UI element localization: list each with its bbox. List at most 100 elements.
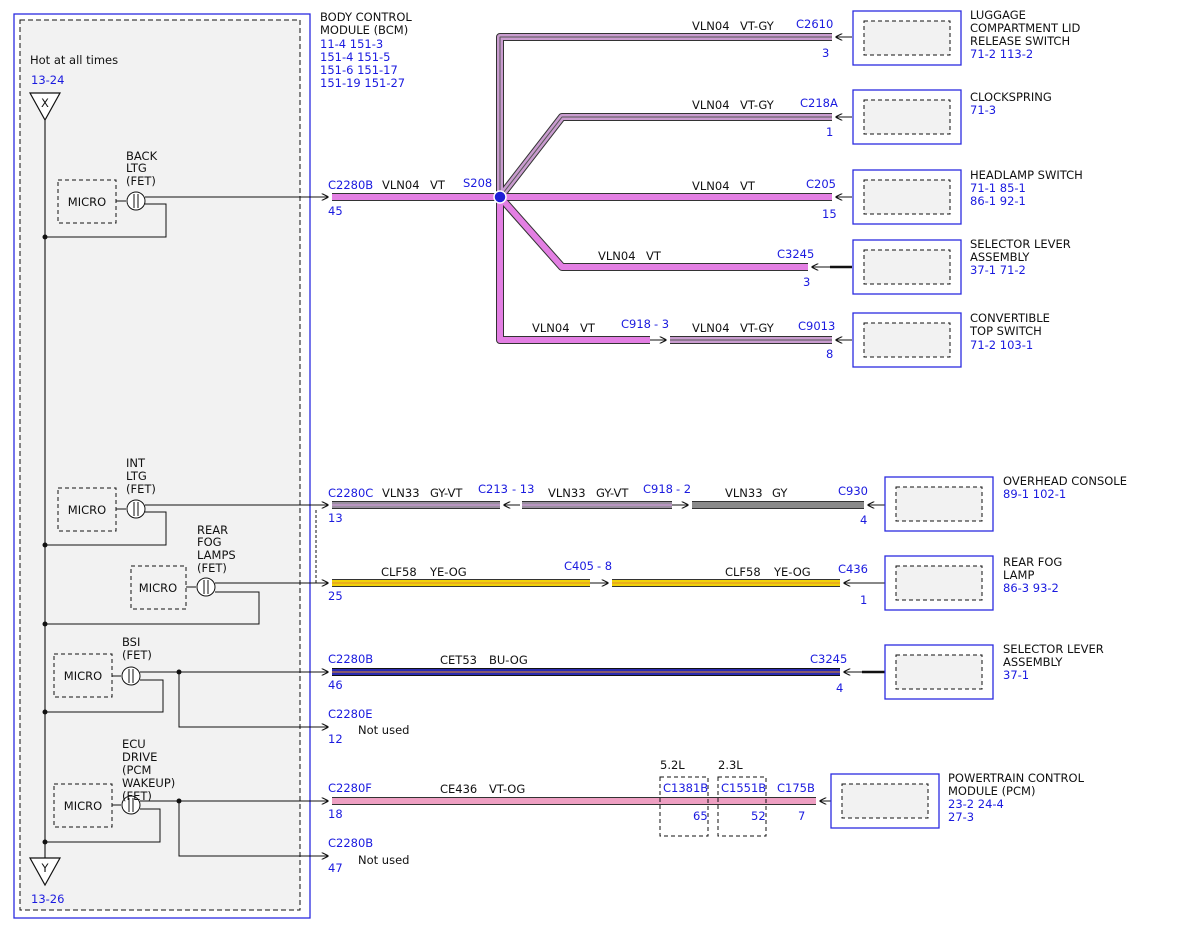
splice-s208-label[interactable]: S208 bbox=[463, 176, 492, 190]
component-convertible-top-switch[interactable] bbox=[852, 312, 962, 368]
svg-text:VT: VT bbox=[740, 179, 756, 193]
svg-text:2.3L: 2.3L bbox=[718, 758, 743, 772]
svg-text:18: 18 bbox=[328, 807, 343, 821]
component-rear-fog-lamp[interactable] bbox=[884, 555, 994, 611]
bcm-top-ref[interactable]: 13-24 bbox=[31, 73, 64, 87]
svg-text:- 13: - 13 bbox=[512, 482, 534, 496]
svg-text:MICRO: MICRO bbox=[139, 581, 177, 595]
svg-text:GY-VT: GY-VT bbox=[430, 486, 463, 500]
bcm-ref-1[interactable]: 11-4 151-3 bbox=[320, 37, 383, 51]
svg-text:VLN04: VLN04 bbox=[692, 98, 730, 112]
svg-text:DRIVE: DRIVE bbox=[122, 750, 157, 764]
bcm-ref-3[interactable]: 151-6 151-17 bbox=[320, 63, 398, 77]
svg-text:MICRO: MICRO bbox=[68, 503, 106, 517]
conn-c2280e[interactable]: C2280E bbox=[328, 707, 373, 721]
svg-text:71-1 85-1[interactable]: 71-1 85-1 bbox=[970, 181, 1026, 195]
conn-c9013[interactable]: C9013 bbox=[798, 319, 835, 333]
svg-text:LAMP: LAMP bbox=[1003, 568, 1034, 582]
splice-s208-dot[interactable] bbox=[493, 190, 507, 204]
svg-text:CONVERTIBLE: CONVERTIBLE bbox=[970, 311, 1050, 325]
conn-c436[interactable]: C436 bbox=[838, 562, 868, 576]
c4-connector[interactable]: C2280B bbox=[328, 652, 373, 666]
conn-c175b[interactable]: C175B bbox=[777, 781, 815, 795]
component-headlamp-switch[interactable] bbox=[852, 169, 962, 225]
hot-at-all-times-label: Hot at all times bbox=[30, 53, 118, 67]
conn-c2610[interactable]: C2610 bbox=[796, 17, 833, 31]
svg-text:YE-OG: YE-OG bbox=[773, 565, 811, 579]
svg-text:TOP SWITCH: TOP SWITCH bbox=[969, 324, 1042, 338]
svg-text:4: 4 bbox=[860, 513, 867, 527]
svg-text:71-2 113-2[interactable]: 71-2 113-2 bbox=[970, 47, 1033, 61]
conn-c930[interactable]: C930 bbox=[838, 484, 868, 498]
svg-text:BSI: BSI bbox=[122, 635, 140, 649]
svg-text:CLF58: CLF58 bbox=[725, 565, 761, 579]
svg-text:23-2 24-4[interactable]: 23-2 24-4 bbox=[948, 797, 1004, 811]
svg-text:15: 15 bbox=[822, 207, 837, 221]
svg-text:VLN33: VLN33 bbox=[725, 486, 763, 500]
svg-text:ECU: ECU bbox=[122, 737, 146, 751]
component-luggage-lid-switch[interactable] bbox=[852, 10, 962, 66]
c5-connector[interactable]: C2280F bbox=[328, 781, 372, 795]
svg-text:VT: VT bbox=[646, 249, 662, 263]
conn-c3245-b[interactable]: C3245 bbox=[810, 652, 847, 666]
c1-color: VT bbox=[430, 178, 446, 192]
bcm-ref-2[interactable]: 151-4 151-5 bbox=[320, 50, 391, 64]
component-overhead-console[interactable] bbox=[884, 476, 994, 532]
circuit-vln04[interactable] bbox=[332, 33, 832, 344]
conn-c218a[interactable]: C218A bbox=[800, 96, 838, 110]
svg-text:VLN04: VLN04 bbox=[692, 179, 730, 193]
svg-text:VT-GY: VT-GY bbox=[740, 98, 775, 112]
svg-text:GY: GY bbox=[772, 486, 788, 500]
svg-text:25: 25 bbox=[328, 589, 343, 603]
conn-c405[interactable]: C405 bbox=[564, 559, 594, 573]
svg-text:86-3 93-2[interactable]: 86-3 93-2 bbox=[1003, 581, 1059, 595]
c2-connector[interactable]: C2280C bbox=[328, 486, 373, 500]
svg-text:ASSEMBLY: ASSEMBLY bbox=[970, 250, 1030, 264]
svg-text:REAR FOG: REAR FOG bbox=[1003, 555, 1062, 569]
svg-text:71-3[interactable]: 71-3 bbox=[970, 103, 996, 117]
bcm-bottom-ref[interactable]: 13-26 bbox=[31, 892, 64, 906]
svg-text:YE-OG: YE-OG bbox=[429, 565, 467, 579]
svg-text:27-3[interactable]: 27-3 bbox=[948, 810, 974, 824]
svg-text:5.2L: 5.2L bbox=[660, 758, 685, 772]
c1-connector[interactable]: C2280B bbox=[328, 178, 373, 192]
component-selector-lever-2[interactable] bbox=[884, 644, 994, 700]
svg-text:37-1[interactable]: 37-1 bbox=[1003, 668, 1029, 682]
svg-text:89-1 102-1[interactable]: 89-1 102-1 bbox=[1003, 487, 1066, 501]
svg-text:VT-GY: VT-GY bbox=[740, 321, 775, 335]
power-node-x-icon bbox=[28, 92, 62, 122]
conn-c1381b[interactable]: C1381B bbox=[663, 781, 708, 795]
svg-text:- 3: - 3 bbox=[654, 317, 669, 331]
conn-c205[interactable]: C205 bbox=[806, 177, 836, 191]
conn-c3245-a[interactable]: C3245 bbox=[777, 247, 814, 261]
fet-ecu-drive: MICRO ECU DRIVE (PCM WAKEUP) (FET) bbox=[45, 737, 175, 843]
svg-text:MODULE (PCM): MODULE (PCM) bbox=[948, 784, 1035, 798]
conn-c918-b[interactable]: C918 bbox=[643, 482, 673, 496]
component-pcm[interactable] bbox=[830, 773, 940, 829]
svg-text:CE436: CE436 bbox=[440, 782, 477, 796]
svg-text:52: 52 bbox=[751, 809, 766, 823]
svg-text:37-1 71-2[interactable]: 37-1 71-2 bbox=[970, 263, 1026, 277]
fet-bsi: MICRO BSI (FET) bbox=[45, 635, 164, 713]
svg-text:71-2 103-1[interactable]: 71-2 103-1 bbox=[970, 338, 1033, 352]
conn-c213[interactable]: C213 bbox=[478, 482, 508, 496]
svg-text:VT-OG: VT-OG bbox=[489, 782, 525, 796]
bcm-ref-4[interactable]: 151-19 151-27 bbox=[320, 76, 405, 90]
svg-text:COMPARTMENT LID: COMPARTMENT LID bbox=[970, 21, 1081, 35]
svg-text:86-1 92-1[interactable]: 86-1 92-1 bbox=[970, 194, 1026, 208]
component-clockspring[interactable] bbox=[852, 89, 962, 145]
conn-c918-inline[interactable]: C918 bbox=[621, 317, 651, 331]
conn-c2280b-unused[interactable]: C2280B bbox=[328, 836, 373, 850]
svg-text:(FET): (FET) bbox=[197, 561, 227, 575]
svg-text:MICRO: MICRO bbox=[64, 669, 102, 683]
svg-text:BU-OG: BU-OG bbox=[489, 653, 528, 667]
svg-text:LAMPS: LAMPS bbox=[197, 548, 236, 562]
svg-text:CLOCKSPRING: CLOCKSPRING bbox=[970, 90, 1052, 104]
component-selector-lever-1[interactable] bbox=[852, 239, 962, 295]
svg-text:WAKEUP): WAKEUP) bbox=[122, 776, 175, 790]
bcm-module[interactable] bbox=[13, 13, 311, 919]
svg-text:- 2: - 2 bbox=[676, 482, 691, 496]
c1-pin: 45 bbox=[328, 204, 343, 218]
bsi-unused-branch bbox=[178, 672, 328, 727]
conn-c1551b[interactable]: C1551B bbox=[721, 781, 766, 795]
